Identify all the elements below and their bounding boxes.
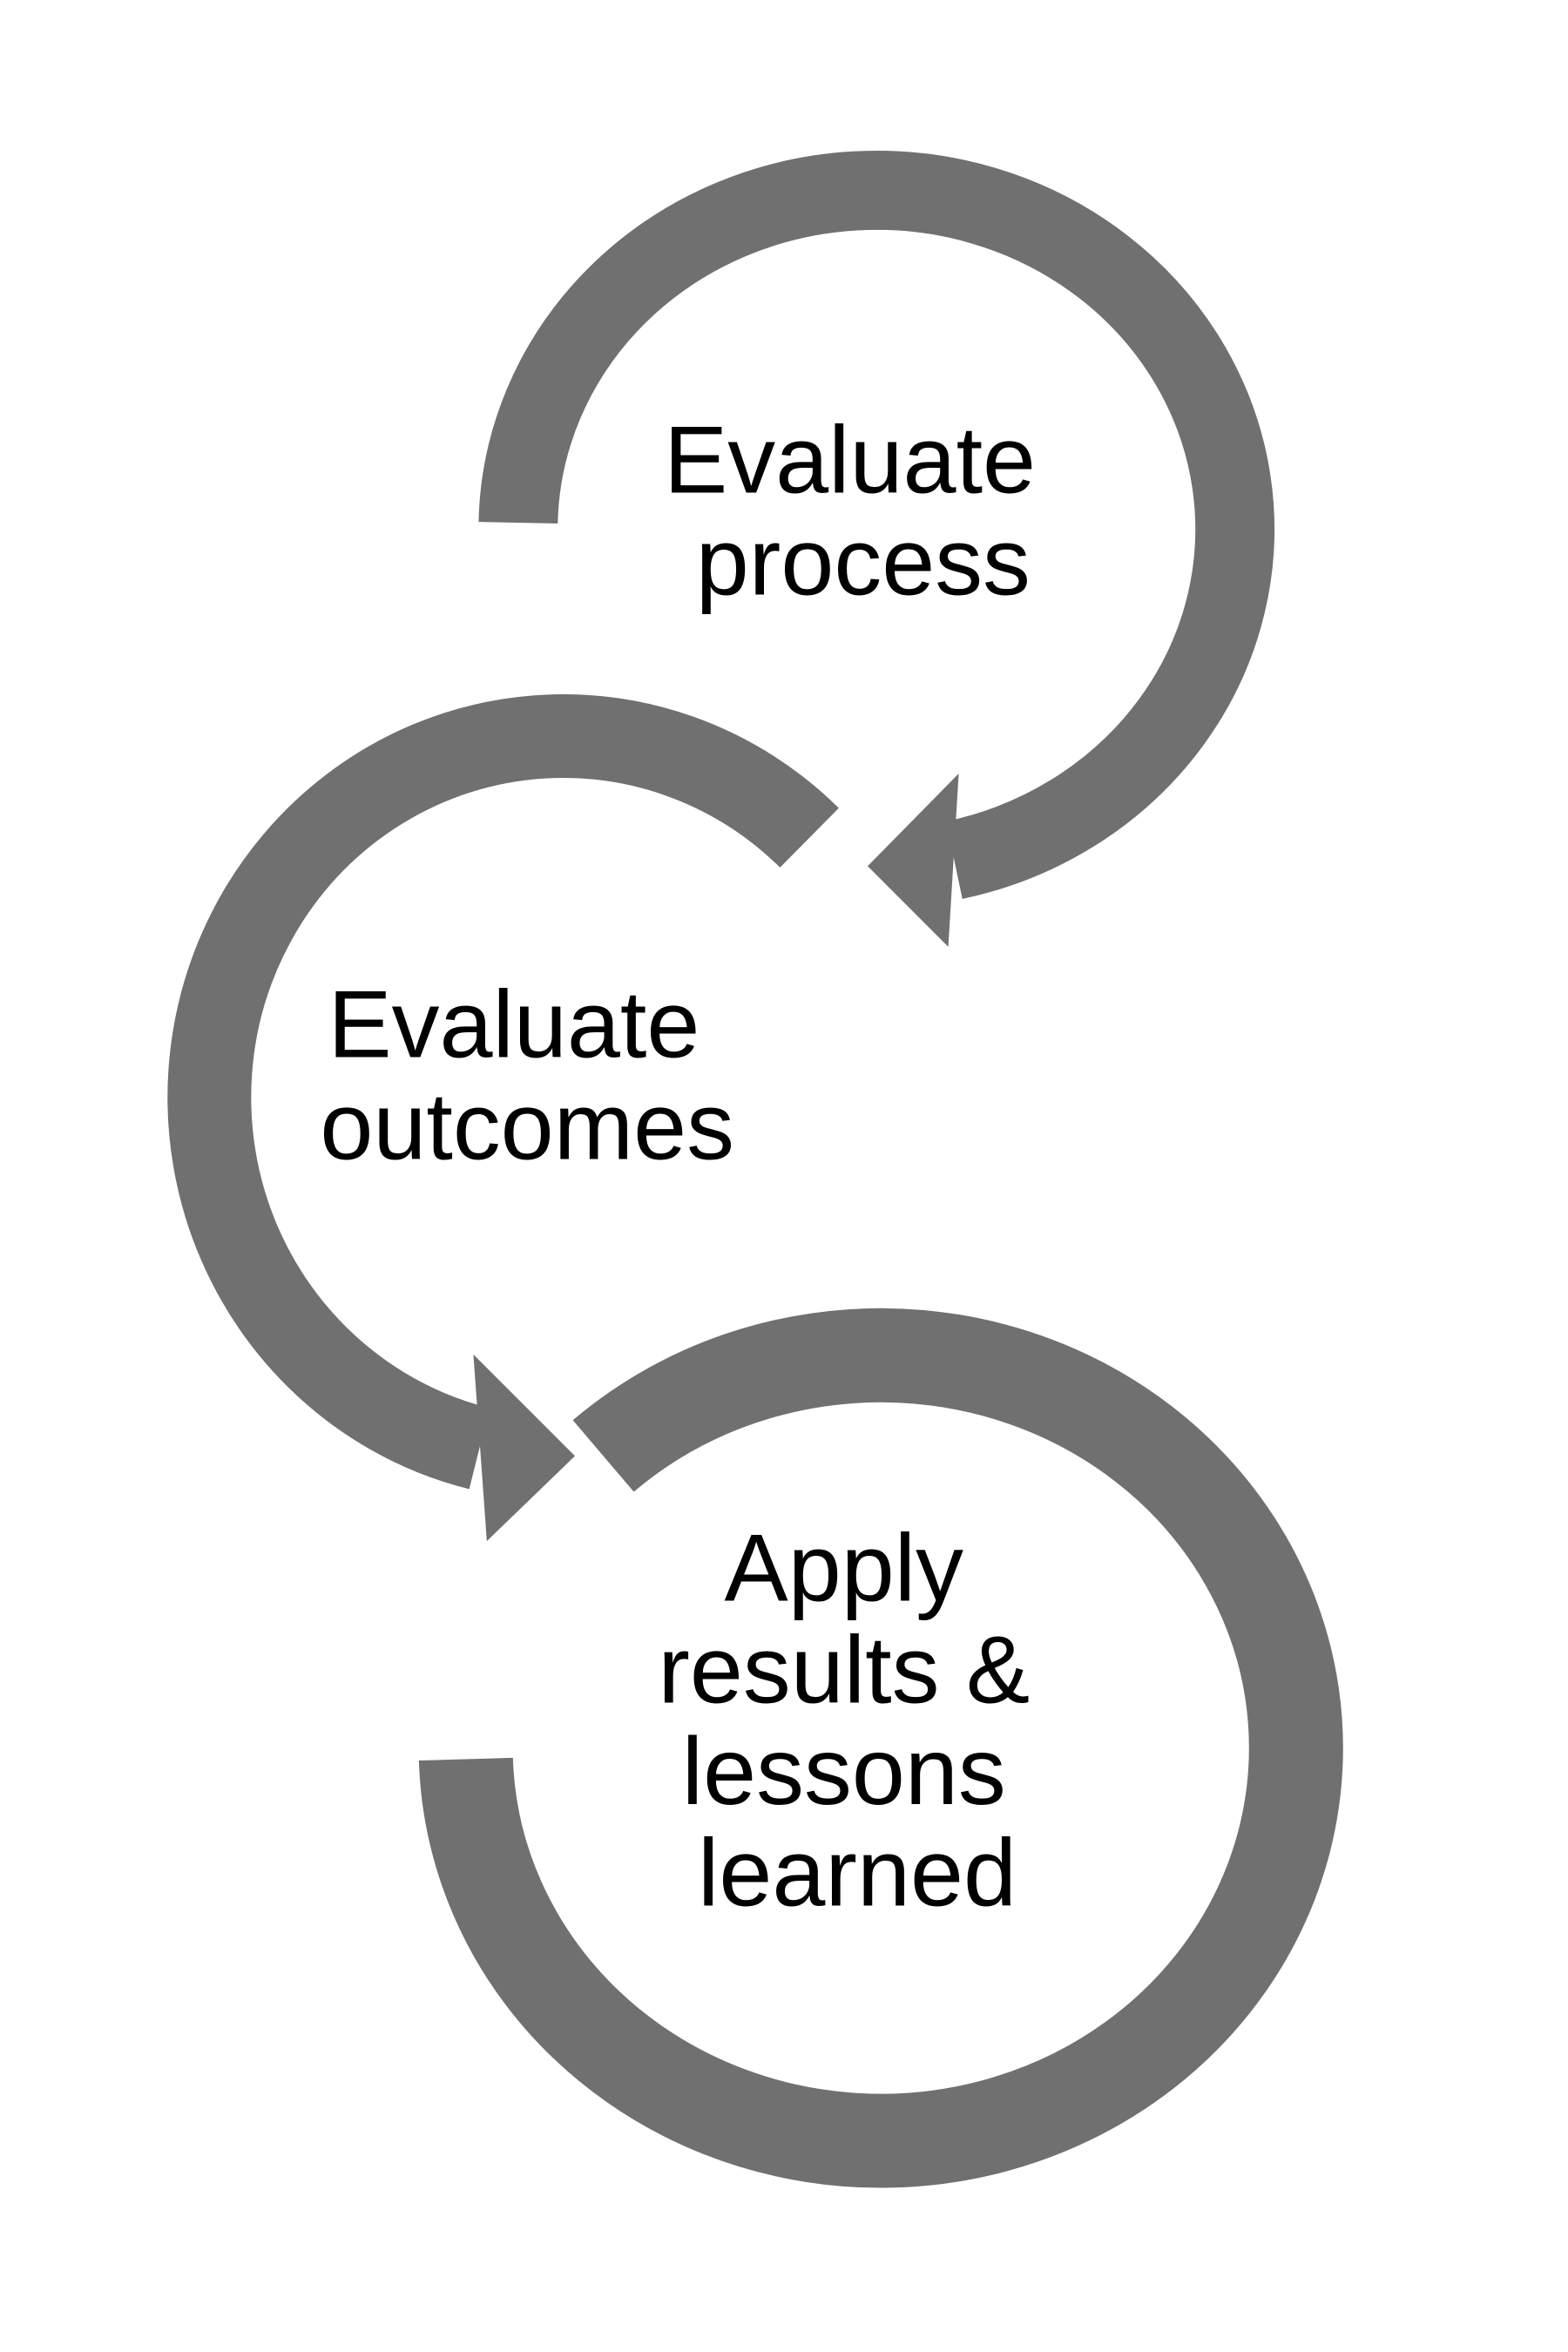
step-3-label-line: learned bbox=[698, 1820, 1017, 1926]
step-1-label: Evaluate process bbox=[664, 408, 1062, 616]
step-3-label-line: Apply bbox=[725, 1516, 964, 1622]
step-2-label: Evaluate outcomes bbox=[320, 972, 734, 1180]
step-1-arc bbox=[478, 150, 1275, 899]
step-2-arrowhead bbox=[473, 1354, 575, 1542]
step-2-cycle-arrow bbox=[167, 693, 839, 1542]
step-1-cycle-arrow bbox=[478, 150, 1275, 947]
step-3-label-line: lessons bbox=[682, 1719, 1006, 1825]
step-3-arc bbox=[418, 1308, 1343, 2188]
step-3-label-line: results & bbox=[658, 1617, 1030, 1723]
step-1-arrowhead bbox=[868, 774, 959, 947]
step-3-cycle-arrow bbox=[418, 1308, 1343, 2188]
step-3-label: Apply results & lessons learned bbox=[658, 1516, 1056, 1927]
step-1-label-line: Evaluate bbox=[664, 408, 1036, 514]
step-2-arc bbox=[167, 693, 839, 1490]
step-2-label-line: outcomes bbox=[320, 1073, 734, 1179]
step-2-label-line: Evaluate bbox=[328, 972, 700, 1078]
step-1-label-line: process bbox=[696, 509, 1031, 615]
